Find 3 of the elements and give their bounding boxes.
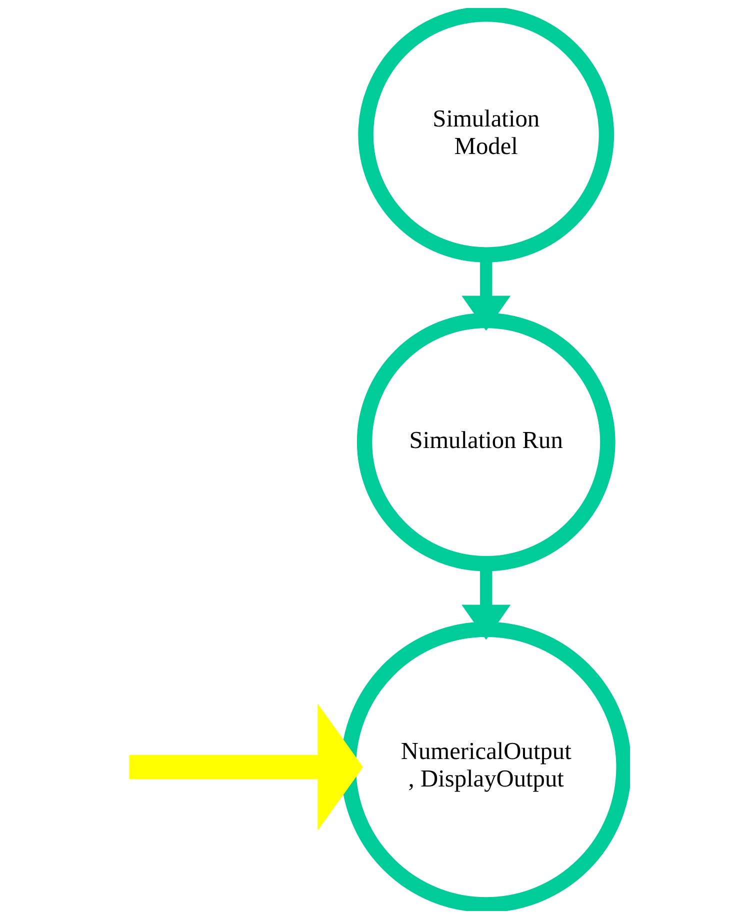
node-circle: Simulation Model: [358, 8, 614, 262]
arrow: [128, 703, 363, 831]
node-circle: Simulation Run: [356, 312, 615, 572]
